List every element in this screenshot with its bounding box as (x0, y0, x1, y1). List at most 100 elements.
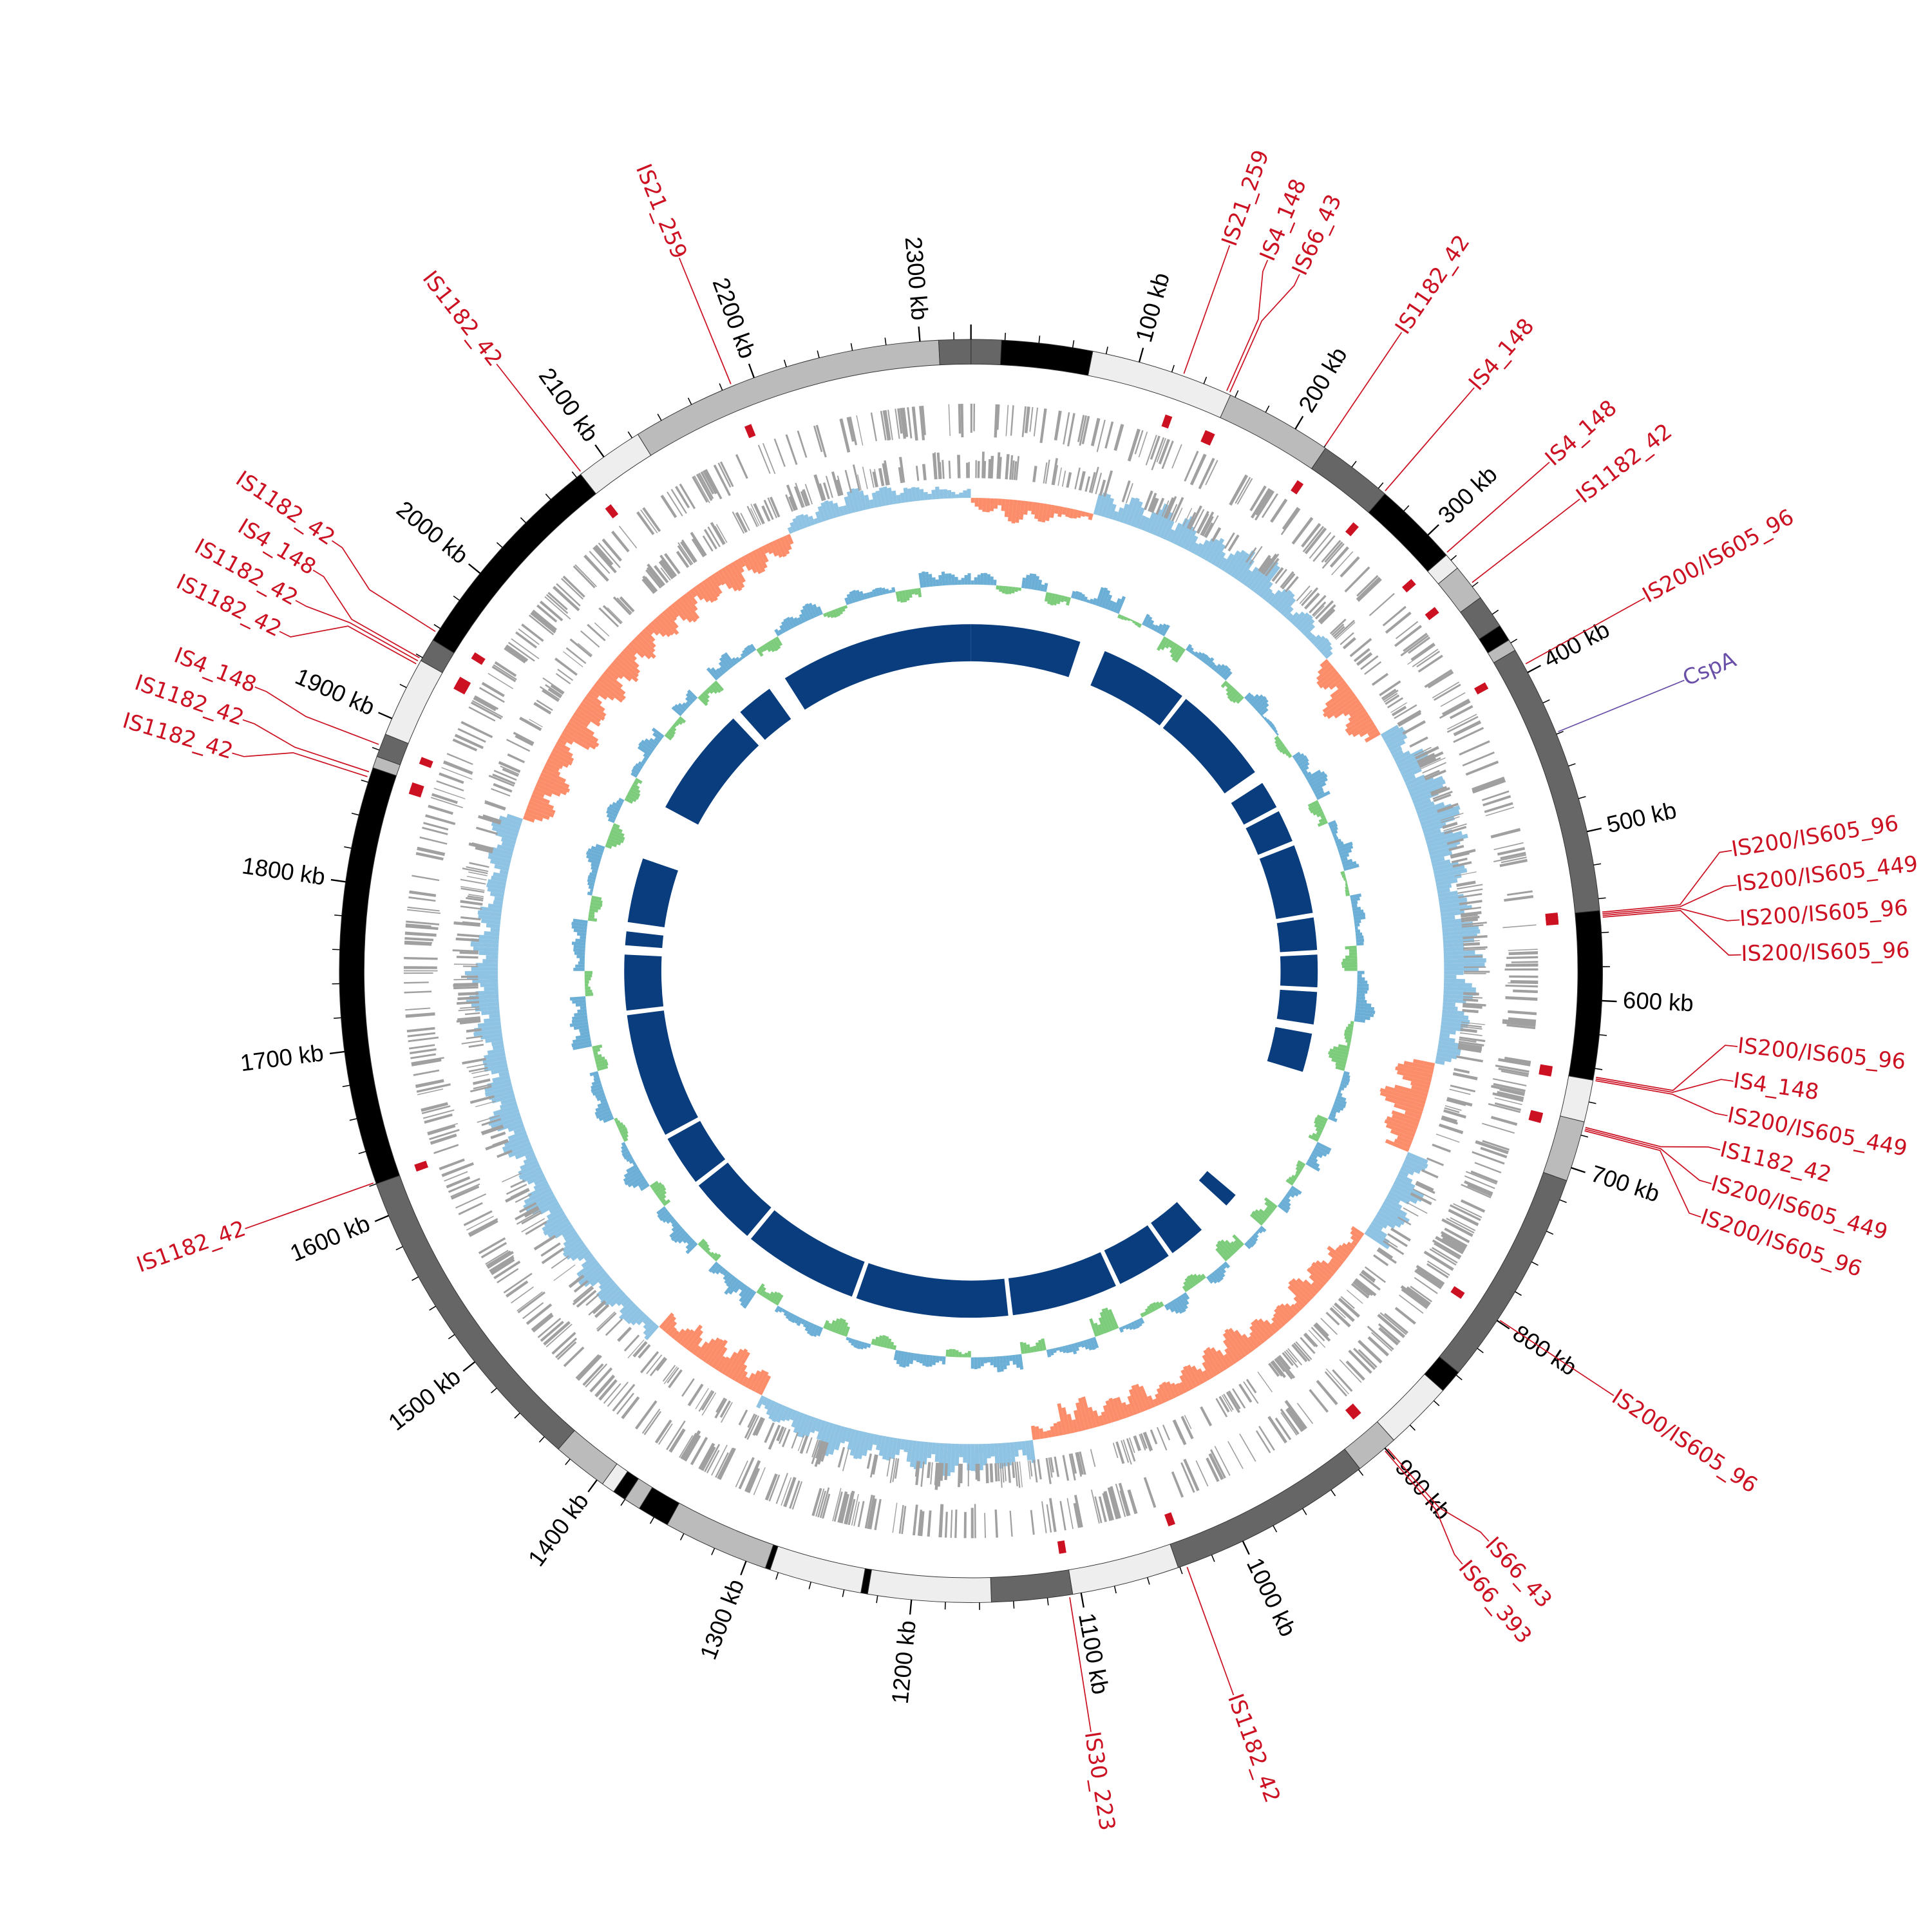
gc-skew-bar (683, 1324, 703, 1349)
gene-mark (539, 686, 560, 701)
gene-mark (1029, 1460, 1033, 1477)
gc-content-bar (719, 1267, 726, 1274)
gene-mark (1048, 1498, 1057, 1532)
minor-tick (358, 1151, 366, 1155)
is-label-connector (1595, 1080, 1728, 1117)
gc-skew-bar (1441, 918, 1464, 925)
gc-content-bar (1261, 715, 1265, 719)
gc-content-bar (1139, 1317, 1145, 1325)
gc-skew-bar (734, 559, 744, 573)
gc-content-bar (1318, 817, 1327, 824)
gc-content-bar (1340, 871, 1345, 875)
gene-mark (1394, 625, 1422, 647)
gc-content-bar (697, 696, 708, 706)
gene-mark (1376, 1249, 1397, 1264)
gene-mark (936, 452, 942, 479)
gene-mark (1463, 935, 1488, 940)
gc-content-bar (1347, 1042, 1351, 1046)
gc-skew-bar (1186, 1364, 1201, 1387)
minor-tick (351, 812, 359, 816)
gene-mark (1280, 1408, 1300, 1435)
gene-mark (1442, 821, 1458, 829)
gene-mark (750, 508, 760, 527)
gc-skew-bar (1401, 1162, 1421, 1174)
gene-mark (1051, 458, 1058, 486)
gene-mark (565, 647, 587, 665)
gc-content-bar (1307, 771, 1325, 784)
gc-skew-bar (1316, 665, 1334, 681)
gc-content-bar (1349, 952, 1358, 956)
gc-content-bar (1204, 656, 1211, 665)
gc-skew-bar (875, 1435, 883, 1451)
gc-skew-bar (1203, 1349, 1221, 1375)
gc-content-bar (919, 1354, 924, 1364)
gene-mark (785, 434, 798, 465)
gc-content-bar (595, 1104, 610, 1112)
gc-skew-bar (581, 1256, 596, 1269)
gc-skew-bar (1428, 845, 1458, 857)
gene-mark (1444, 1107, 1460, 1113)
gc-content-bar (1310, 777, 1328, 789)
gc-content-bar (1225, 682, 1231, 688)
gc-skew-bar (1313, 636, 1326, 648)
gc-skew-bar (492, 1074, 511, 1083)
gene-mark (1119, 1490, 1128, 1517)
gc-skew-bar (1027, 501, 1033, 511)
gc-content-bar (574, 951, 585, 956)
gc-content-bar (889, 1341, 895, 1350)
gc-content-bar (1170, 644, 1180, 658)
gc-content-bar (1098, 587, 1108, 607)
gc-skew-bar (1200, 538, 1215, 560)
gene-mark (455, 1193, 487, 1209)
gc-skew-bar (1134, 1383, 1149, 1411)
gene-mark (1183, 1459, 1200, 1492)
gene-mark (1505, 996, 1538, 1001)
gene-mark (589, 1367, 613, 1393)
gene-mark (1448, 844, 1464, 851)
gene-mark (446, 753, 473, 765)
gc-skew-bar (1380, 724, 1399, 738)
gc-skew-bar (575, 708, 601, 727)
gene-mark (914, 1461, 918, 1477)
gc-skew-bar (1305, 631, 1313, 639)
gene-mark (831, 471, 841, 497)
gc-skew-bar (1315, 1260, 1334, 1277)
gc-skew-bar (1430, 850, 1453, 860)
gc-skew-bar (623, 647, 638, 661)
gc-skew-bar (907, 488, 913, 502)
gene-mark (715, 1397, 726, 1413)
gc-skew-bar (761, 545, 769, 554)
gc-skew-bar (692, 1345, 701, 1356)
gene-mark (985, 1463, 989, 1484)
gene-mark (1090, 1490, 1100, 1524)
gene-mark (1129, 1437, 1135, 1454)
gc-skew-bar (1057, 506, 1064, 517)
gc-content-bar (723, 652, 736, 667)
gc-content-bar (1328, 1051, 1349, 1059)
gene-mark (868, 1498, 877, 1530)
gene-mark (872, 471, 878, 488)
gene-track (403, 403, 1539, 1539)
gene-mark (1313, 1323, 1331, 1342)
tick-label: 2000 kb (392, 496, 473, 569)
gc-skew-bar (620, 1300, 634, 1314)
gc-skew-bar (1037, 503, 1045, 522)
is-label: IS4_148 (1464, 314, 1539, 395)
gc-skew-bar (670, 1330, 679, 1340)
gc-content-bar (1273, 729, 1278, 734)
gc-content-bar (1329, 1054, 1348, 1062)
is-marker (1539, 1067, 1553, 1077)
gene-mark (913, 1504, 918, 1536)
gc-content-bar (806, 1323, 815, 1335)
gene-mark (927, 1510, 932, 1537)
gc-content-bar (1295, 1166, 1303, 1173)
gene-mark (822, 482, 830, 500)
gene-mark (882, 463, 889, 486)
gene-mark (493, 1260, 521, 1280)
gc-content-bar (928, 574, 933, 587)
minor-tick (1403, 505, 1410, 511)
conserved-block (971, 624, 1081, 677)
gc-content-bar (874, 1336, 880, 1346)
gene-mark (439, 1158, 465, 1171)
gene-mark (1448, 1209, 1479, 1227)
